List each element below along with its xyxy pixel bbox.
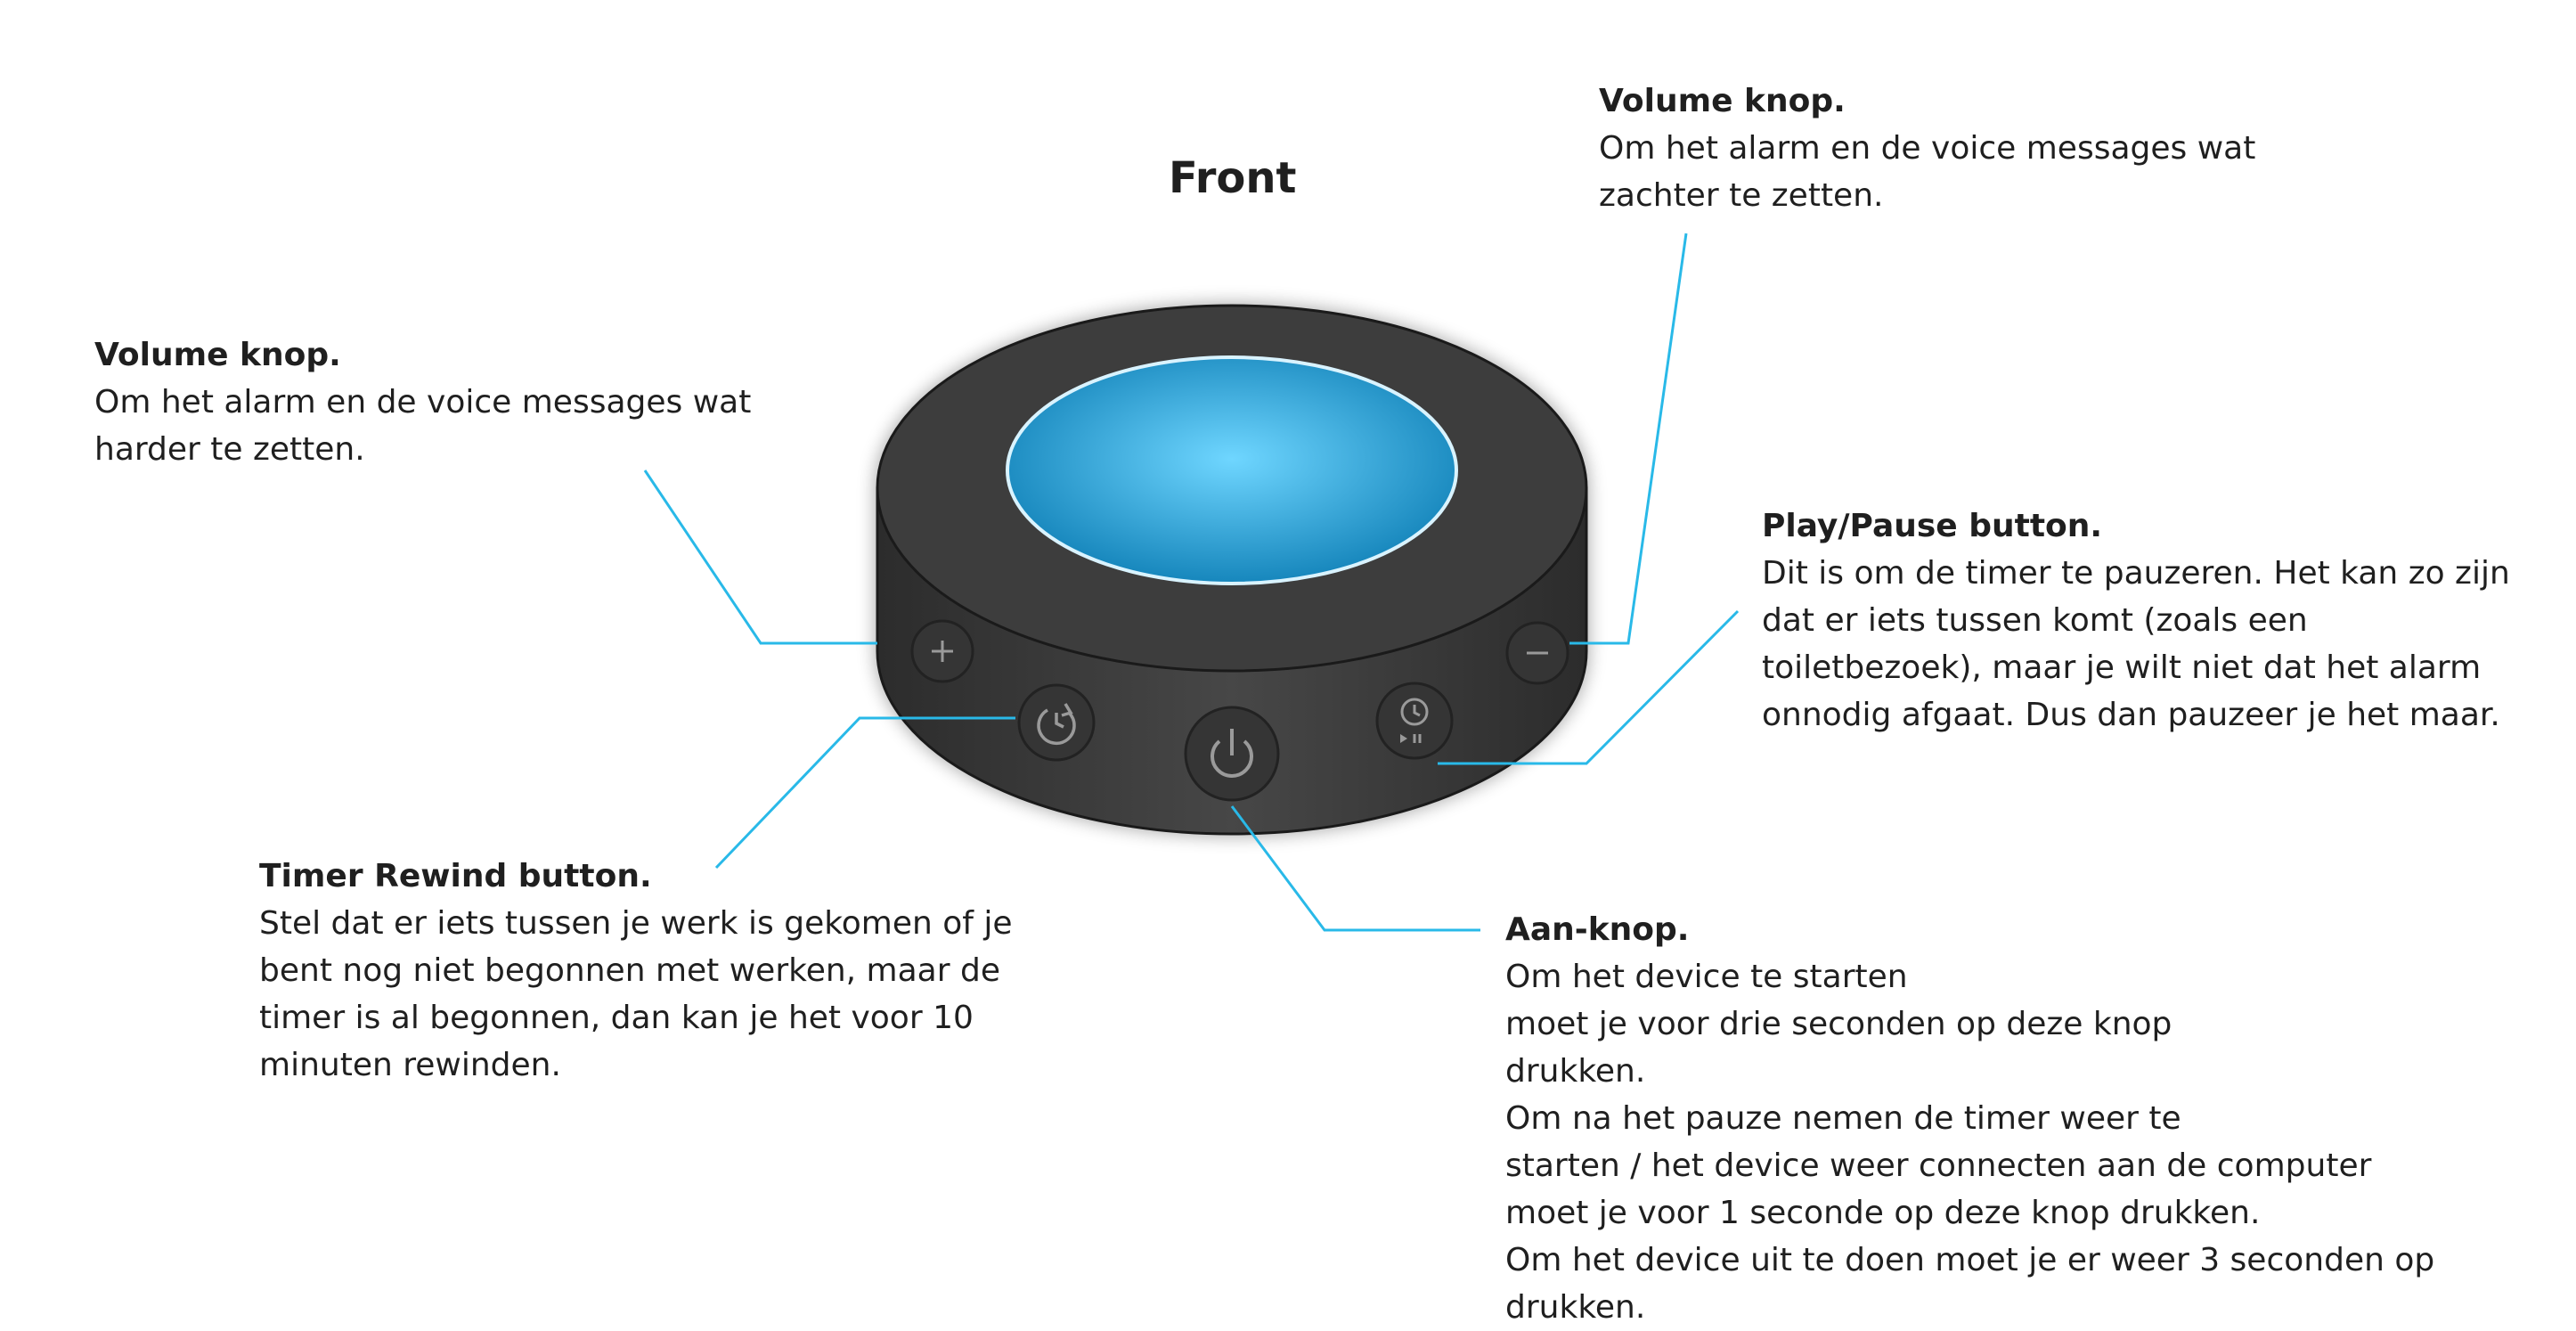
callout-volume-up (643, 470, 877, 645)
annotation-play-pause: Play/Pause button. Dit is om de timer te… (1762, 502, 2510, 739)
annotation-line: drukken. (1505, 1053, 1646, 1090)
timer-rewind-button[interactable] (1017, 683, 1096, 762)
annotation-line: moet je voor drie seconden op deze knop (1505, 1006, 2172, 1042)
clock-play-pause-icon (1400, 698, 1429, 743)
annotation-line: Dit is om de timer te pauzeren. Het kan … (1762, 555, 2510, 592)
power-button[interactable] (1184, 706, 1280, 802)
annotation-timer-rewind: Timer Rewind button. Stel dat er iets tu… (259, 853, 1013, 1089)
callout-lines (643, 233, 1740, 932)
annotation-line: starten / het device weer connecten aan … (1505, 1147, 2372, 1184)
annotation-power: Aan-knop. Om het device te starten moet … (1505, 906, 2434, 1331)
callout-play-pause (1438, 609, 1740, 765)
callout-volume-down (1569, 233, 1688, 645)
annotation-line: timer is al begonnen, dan kan je het voo… (259, 1000, 974, 1036)
annotation-line: drukken. (1505, 1289, 1646, 1326)
annotation-line: onnodig afgaat. Dus dan pauzeer je het m… (1762, 697, 2500, 733)
annotation-line: Stel dat er iets tussen je werk is gekom… (259, 905, 1013, 942)
plus-icon (932, 641, 953, 662)
volume-down-button[interactable] (1505, 621, 1569, 685)
annotation-line: minuten rewinden. (259, 1047, 561, 1083)
annotation-heading: Play/Pause button. (1762, 508, 2103, 544)
annotation-line: bent nog niet begonnen met werken, maar … (259, 952, 1000, 989)
callout-power (1230, 805, 1480, 932)
annotation-line: Om het alarm en de voice messages wat (94, 384, 752, 421)
annotation-heading: Aan-knop. (1505, 911, 1690, 948)
annotation-heading: Volume knop. (1599, 83, 1846, 119)
power-icon (1211, 729, 1253, 778)
annotation-line: harder te zetten. (94, 431, 365, 468)
light-disc (1006, 355, 1458, 585)
page-title: Front (1169, 153, 1297, 203)
rewind-icon (1037, 703, 1076, 746)
volume-up-button[interactable] (910, 619, 974, 683)
annotation-line: Om na het pauze nemen de timer weer te (1505, 1100, 2181, 1137)
annotation-line: Om het device te starten (1505, 959, 1908, 995)
annotation-line: moet je voor 1 seconde op deze knop druk… (1505, 1195, 2261, 1231)
annotation-line: zachter te zetten. (1599, 177, 1884, 214)
play-pause-button[interactable] (1375, 682, 1454, 760)
annotation-heading: Timer Rewind button. (259, 858, 652, 894)
annotation-volume-up: Volume knop. Om het alarm en de voice me… (94, 331, 751, 473)
annotation-heading: Volume knop. (94, 337, 341, 373)
annotation-line: Om het device uit te doen moet je er wee… (1505, 1242, 2435, 1278)
annotation-line: toiletbezoek), maar je wilt niet dat het… (1762, 649, 2482, 686)
annotation-line: Om het alarm en de voice messages wat (1599, 130, 2256, 167)
annotation-volume-down: Volume knop. Om het alarm en de voice me… (1599, 78, 2255, 219)
callout-timer-rewind (714, 716, 1015, 870)
annotation-line: dat er iets tussen komt (zoals een (1762, 602, 2308, 639)
